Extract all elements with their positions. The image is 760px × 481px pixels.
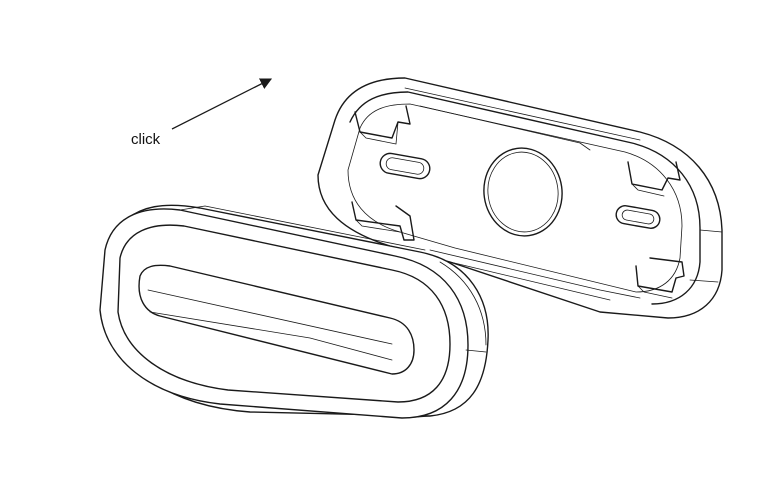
lens-ridge	[149, 311, 393, 361]
cover-inner-bezel	[117, 224, 451, 403]
base-right-edge	[699, 229, 723, 233]
base-inner-floor	[347, 103, 683, 293]
lens-window	[138, 264, 415, 375]
cover-bottom-seam	[404, 415, 433, 419]
click-annotation: click	[131, 78, 273, 148]
snap-clip-top-left	[354, 105, 411, 145]
snap-clip-top-right	[627, 161, 681, 197]
base-housing	[317, 77, 723, 319]
mounting-slot-right	[615, 205, 661, 229]
cover-side-seam	[439, 261, 487, 346]
base-right-edge-2	[689, 279, 719, 283]
cover-top-seam	[179, 205, 426, 251]
base-rim-top	[349, 91, 701, 305]
cable-hole-inner	[487, 151, 559, 233]
cable-hole	[483, 147, 563, 237]
front-cover	[99, 204, 489, 419]
base-outer-shell	[317, 77, 723, 319]
cover-side-notch	[465, 349, 487, 353]
click-label: click	[131, 131, 161, 148]
base-rim-ledge-inner	[419, 105, 591, 151]
base-rim-ledge	[404, 87, 641, 141]
snap-clip-bottom-left	[351, 201, 415, 241]
mounting-slot-left	[379, 152, 431, 180]
direction-arrow	[171, 78, 273, 130]
snap-clip-bottom-right	[635, 257, 685, 299]
base-rim-bottom	[429, 249, 641, 299]
lens-center-line	[147, 289, 393, 345]
base-rim-bottom-2	[449, 261, 611, 301]
